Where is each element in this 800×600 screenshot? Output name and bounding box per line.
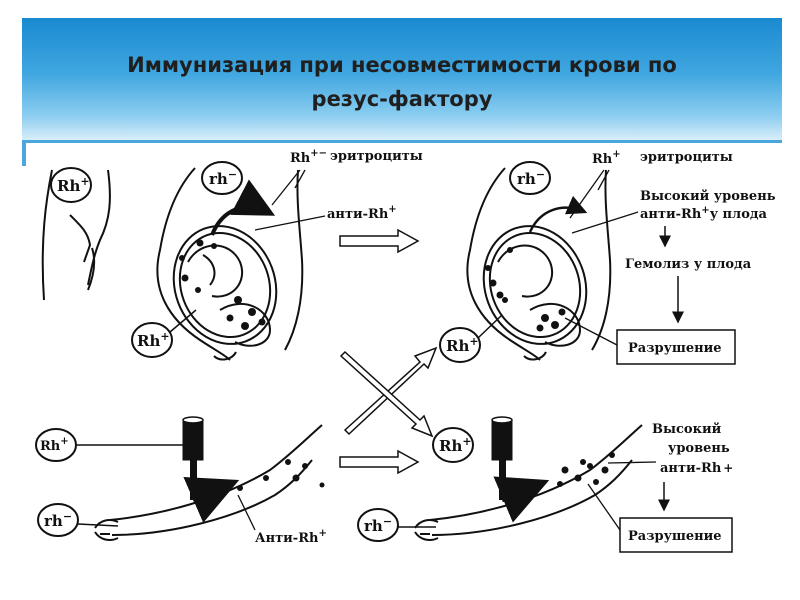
svg-text:rh−: rh− [44, 510, 72, 530]
outline-arrow-bottom [339, 449, 420, 475]
erythrocytes-label-left: Rh+− эритроциты [271, 148, 423, 206]
erythrocytes-label-right: Rh+ эритроциты [569, 149, 733, 219]
outline-arrow-cross-up [343, 346, 438, 436]
header-left-accent [22, 140, 26, 166]
slide-title-line1: Иммунизация при несовместимости крови по [127, 53, 677, 77]
svg-text:rh−: rh− [209, 168, 237, 188]
svg-text:Высокий уровень: Высокий уровень [640, 189, 776, 204]
recipient-rh-negative-circle-right: rh− [357, 508, 436, 542]
svg-text:анти-Rh+: анти-Rh+ [327, 204, 397, 222]
donor-rh-positive-circle-right: Rh+ [432, 427, 474, 463]
arm-figure-left [94, 424, 323, 541]
svg-text:Анти-Rh+: Анти-Rh+ [255, 528, 327, 546]
svg-text:Rh+−: Rh+− [290, 148, 327, 166]
outline-arrow-cross-down [339, 350, 434, 438]
blood-transfusion-bottle-right [491, 416, 550, 523]
destruction-box-top: Разрушение [564, 317, 736, 365]
svg-text:rh−: rh− [364, 515, 392, 535]
header-divider [22, 140, 782, 143]
svg-text:Rh+: Rh+ [446, 335, 479, 355]
rh-positive-man-figure [41, 169, 111, 301]
destruction-box-bottom: Разрушение [587, 483, 733, 553]
placental-transfer-arrow-right [528, 195, 588, 233]
fetal-hemolysis-label: Гемолиз у плода [625, 257, 752, 324]
recipient-rh-negative-circle-bottom: rh− [37, 503, 119, 537]
placental-transfer-arrow-left [210, 179, 276, 236]
slide-title-line2: резус-фактору [311, 87, 493, 111]
donor-rh-positive-circle-bottom: Rh+ [35, 428, 186, 462]
fetal-rh-positive-circle-right: Rh+ [439, 314, 503, 363]
svg-text:эритроциты: эритроциты [640, 150, 733, 165]
svg-text:Высокий: Высокий [652, 422, 722, 437]
svg-text:анти-Rh+: анти-Rh+ [660, 461, 733, 476]
slide-header: Иммунизация при несовместимости крови по… [22, 18, 782, 140]
fetal-erythrocyte-dots-right [485, 247, 566, 332]
maternal-rh-negative-circle-left: rh− [201, 161, 243, 195]
rh-positive-man-circle: Rh+ [50, 167, 92, 203]
fetal-erythrocyte-dots-left [179, 239, 266, 330]
svg-text:Rh+: Rh+ [57, 175, 90, 195]
pregnant-woman-figure-right [466, 167, 612, 361]
svg-text:Rh+: Rh+ [40, 436, 69, 454]
high-anti-rh-level-label-bottom: Высокий уровень анти-Rh+ [607, 422, 733, 512]
outline-arrow-top [339, 228, 420, 254]
svg-text:Разрушение: Разрушение [628, 529, 722, 544]
anti-rh-label-bottom-left: Анти-Rh+ [237, 494, 327, 546]
svg-text:эритроциты: эритроциты [330, 149, 423, 164]
svg-text:анти-Rh+у плода: анти-Rh+у плода [640, 205, 768, 222]
erythrocyte-dots-arm-right [557, 452, 615, 487]
svg-text:Rh+: Rh+ [439, 435, 472, 455]
arm-figure-right [414, 424, 643, 541]
erythrocyte-dots-arm-left [237, 459, 325, 491]
blood-transfusion-bottle-left [182, 416, 240, 523]
rh-label: Rh [57, 177, 80, 195]
fetal-rh-positive-circle-left: Rh+ [131, 309, 197, 358]
slide-title: Иммунизация при несовместимости крови по… [22, 48, 782, 116]
svg-text:уровень: уровень [668, 441, 730, 456]
svg-text:Разрушение: Разрушение [628, 341, 722, 356]
maternal-rh-negative-circle-right: rh− [509, 161, 551, 195]
plus-sup: + [80, 175, 89, 188]
svg-text:rh−: rh− [517, 168, 545, 188]
svg-text:Rh+: Rh+ [137, 330, 170, 350]
pregnant-woman-figure-left [156, 167, 304, 361]
svg-text:Rh+: Rh+ [592, 149, 621, 167]
high-anti-rh-level-label-top: Высокий уровень анти-Rh+у плода [571, 189, 776, 248]
anti-rh-label-upper-left: анти-Rh+ [254, 204, 397, 231]
svg-text:Гемолиз у плода: Гемолиз у плода [625, 257, 752, 272]
